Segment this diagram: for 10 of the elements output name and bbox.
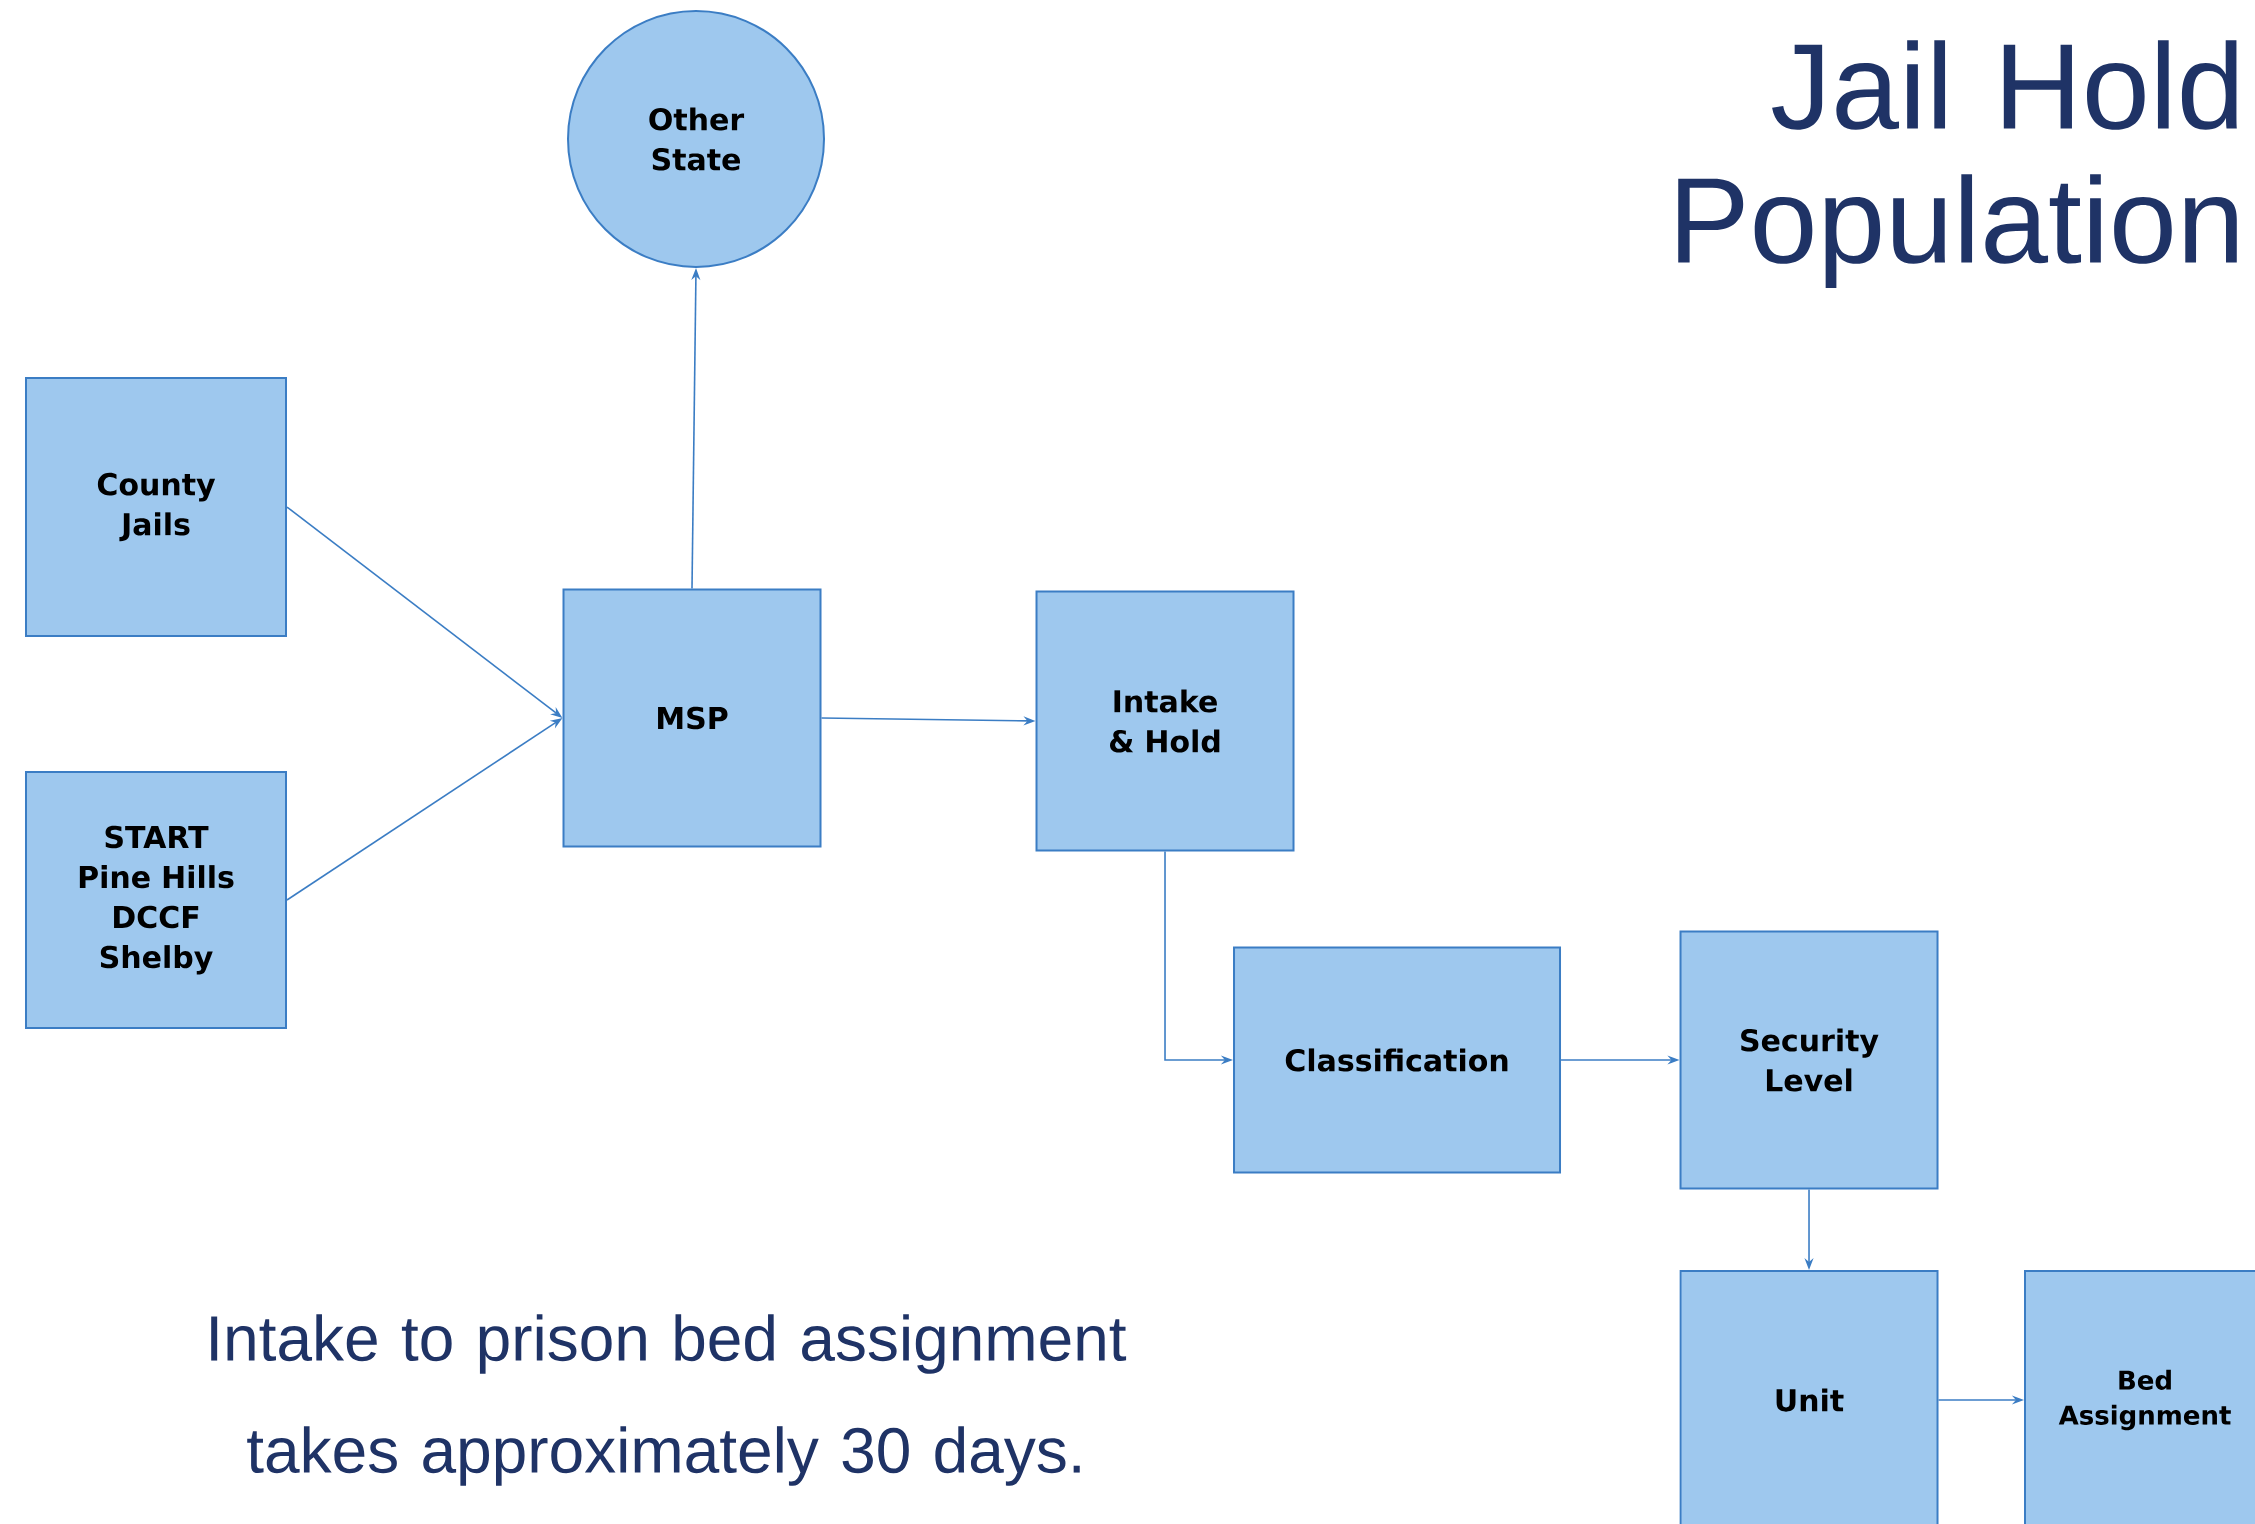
- process-box: Bed Assignment: [2024, 1270, 2255, 1524]
- process-box: Classification: [1233, 946, 1561, 1174]
- process-box: MSP: [562, 588, 822, 848]
- process-box: START Pine Hills DCCF Shelby: [25, 771, 287, 1029]
- process-box: Unit: [1679, 1270, 1939, 1524]
- title: Jail Hold Population: [1678, 40, 2237, 288]
- process-box: Intake & Hold: [1035, 590, 1295, 852]
- caption: Intake to prison bed assignment takes approximately 30 days.: [211, 1314, 1127, 1486]
- process-box: Security Level: [1679, 930, 1939, 1190]
- process-box: County Jails: [25, 377, 287, 637]
